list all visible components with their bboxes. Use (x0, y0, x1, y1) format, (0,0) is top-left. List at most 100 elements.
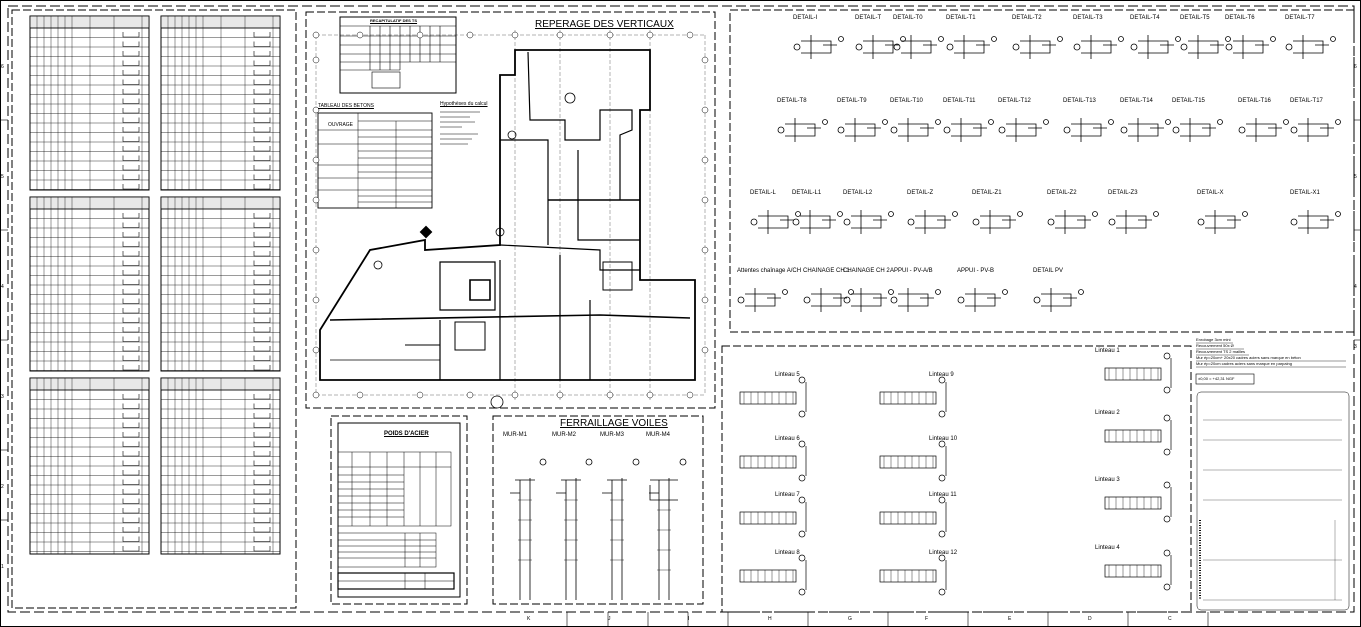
wall-sections (510, 458, 687, 600)
row-number-right: 3 (1354, 344, 1357, 350)
title-block-lines (1199, 419, 1342, 601)
col-letter-bottom: J (608, 616, 611, 622)
wall-label: MUR-M3 (600, 432, 624, 438)
linteau-label: Linteau 2 (1095, 410, 1120, 416)
detail-label: DETAIL-T17 (1290, 98, 1323, 104)
linteau-label: Linteau 1 (1095, 348, 1120, 354)
acier-panel (330, 415, 468, 605)
plan-axes (315, 30, 706, 400)
plan-outline (319, 49, 696, 381)
detail-label: DETAIL-T10 (890, 98, 923, 104)
detail-label: DETAIL-X (1197, 190, 1224, 196)
linteau-label: Linteau 9 (929, 372, 954, 378)
grid-ticks (0, 119, 1361, 627)
linteau-label: Linteau 4 (1095, 545, 1120, 551)
detail-label: CHAINAGE CH 2 (843, 268, 890, 274)
detail-label: DETAIL-I (793, 15, 818, 21)
linteau-label: Linteau 3 (1095, 477, 1120, 483)
col-letter-bottom: F (925, 616, 929, 622)
note-enrobage: Enrobage 3cm mini (1196, 337, 1231, 342)
col-letter-bottom: G (848, 616, 852, 622)
voiles-panel (492, 415, 704, 605)
linteaux-panel (721, 345, 1192, 613)
row-number-left: 4 (1, 284, 4, 290)
linteau-label: Linteau 8 (775, 550, 800, 556)
plan-panel (305, 11, 716, 409)
col-letter-bottom: H (768, 616, 772, 622)
recap-table (339, 16, 457, 94)
title-block (1196, 391, 1350, 611)
detail-label: Attentes chaînage A/CH (737, 268, 802, 274)
schedule-panel (11, 9, 297, 609)
linteau-label: Linteau 11 (929, 492, 957, 498)
col-letter-top: H (768, 0, 772, 2)
detail-label: DETAIL-T5 (1180, 15, 1210, 21)
wall-label: MUR-M4 (646, 432, 670, 438)
level-reference: ±0,00 = +42,31 NGF (1198, 376, 1235, 381)
voiles-title: FERRAILLAGE VOILES (560, 418, 668, 429)
linteau-sketches (739, 352, 1172, 596)
hypotheses-title: Hypothèses du calcul (440, 101, 488, 107)
acier-title: POIDS D'ACIER (384, 431, 429, 437)
detail-label: DETAIL-T0 (893, 15, 923, 21)
wall-label: MUR-M1 (503, 432, 527, 438)
detail-label: DETAIL-T16 (1238, 98, 1271, 104)
detail-label: DETAIL-Z (907, 190, 934, 196)
note-mur-parpaing: Mur ép=20cm cadres aciers sans marque en… (1196, 361, 1292, 366)
note-recouvrement-ts: Recouvrement TS 2 mailles (1196, 349, 1246, 354)
detail-label: DETAIL-T8 (777, 98, 807, 104)
detail-label: DETAIL-Z3 (1108, 190, 1138, 196)
concrete-table (317, 112, 433, 209)
details-panel (729, 9, 1355, 333)
detail-label: DETAIL-T2 (1012, 15, 1042, 21)
detail-label: DETAIL-L2 (843, 190, 873, 196)
detail-label: CHAINAGE CH 1 (803, 268, 850, 274)
acier-table (337, 422, 461, 598)
col-letter-top: G (848, 0, 852, 2)
schedule-table-2 (160, 15, 281, 191)
row-number-left: 5 (1, 174, 4, 180)
col-letter-top: C (1168, 0, 1172, 2)
plan-axis-bubbles (312, 31, 709, 399)
row-number-right: 4 (1354, 284, 1357, 290)
note-mur-beton: Mur ép=20cm+ 20x20 cadres aciers sans ma… (1196, 355, 1301, 360)
row-number-left: 3 (1, 394, 4, 400)
linteau-label: Linteau 5 (775, 372, 800, 378)
detail-label: DETAIL-T3 (1073, 15, 1103, 21)
detail-label: DETAIL-T4 (1130, 15, 1160, 21)
col-letter-top: J (608, 0, 611, 2)
detail-label: DETAIL-L (750, 190, 776, 196)
detail-label: DETAIL-T7 (1285, 15, 1315, 21)
detail-label: DETAIL-Z2 (1047, 190, 1077, 196)
detail-label: DETAIL-T15 (1172, 98, 1205, 104)
hypotheses-notes (440, 111, 480, 145)
notes-underlines (1196, 342, 1346, 368)
detail-label: DETAIL-T12 (998, 98, 1031, 104)
sheet-inner-border (7, 5, 1355, 613)
linteau-label: Linteau 12 (929, 550, 958, 556)
detail-label: DETAIL PV (1033, 268, 1064, 274)
col-letter-top: D (1088, 0, 1092, 2)
col-letter-bottom: C (1168, 616, 1172, 622)
col-letter-bottom: E (1008, 616, 1012, 622)
col-letter-bottom: D (1088, 616, 1092, 622)
row-number-right: 5 (1354, 174, 1357, 180)
detail-label: DETAIL-X1 (1290, 190, 1320, 196)
row-number-left: 1 (1, 564, 4, 570)
detail-label: DETAIL-L1 (792, 190, 822, 196)
row-number-right: 6 (1354, 64, 1357, 70)
col-letter-top: I (688, 0, 689, 2)
concrete-table-col: OUVRAGE (328, 122, 354, 128)
col-letter-top: E (1008, 0, 1011, 2)
schedule-table-1 (29, 15, 150, 191)
detail-label: DETAIL-T6 (1225, 15, 1255, 21)
linteau-label: Linteau 6 (775, 436, 800, 442)
detail-label: DETAIL-T13 (1063, 98, 1096, 104)
detail-label: DETAIL-T (855, 15, 882, 21)
row-number-left: 2 (1, 484, 4, 490)
plan-title: REPERAGE DES VERTICAUX (535, 19, 674, 30)
concrete-table-title: TABLEAU DES BETONS (318, 103, 374, 109)
schedule-table-4 (160, 196, 281, 372)
